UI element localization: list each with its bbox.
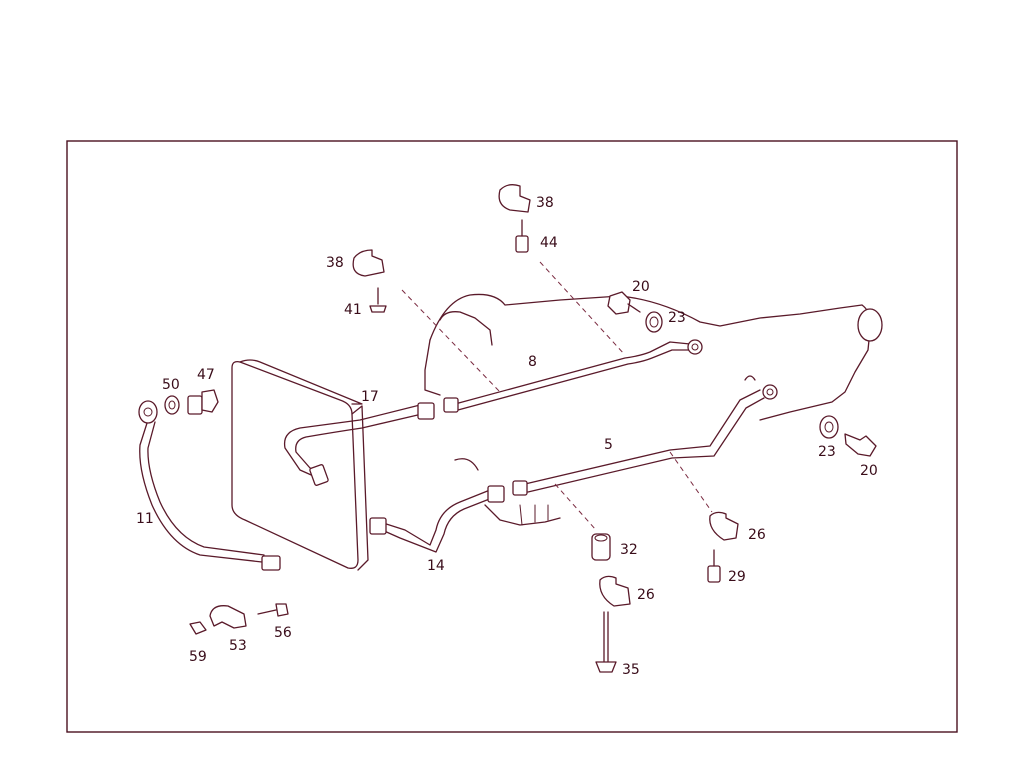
clamp-26-right xyxy=(709,511,739,541)
oil-line-5 xyxy=(512,375,778,496)
nut-59 xyxy=(189,621,207,635)
callout-26-right: 26 xyxy=(748,527,766,543)
callout-29: 29 xyxy=(728,569,746,585)
leader-lines xyxy=(401,261,713,531)
callout-8: 8 xyxy=(528,354,537,370)
bolt-56 xyxy=(257,603,289,617)
callout-20-upper: 20 xyxy=(632,279,650,295)
stud-35 xyxy=(595,611,617,673)
callout-32: 32 xyxy=(620,542,638,558)
callout-5: 5 xyxy=(604,437,613,453)
banjo-bolt-20-right xyxy=(844,433,877,457)
callout-50: 50 xyxy=(162,377,180,393)
callout-20-right: 20 xyxy=(860,463,878,479)
bolt-44 xyxy=(515,219,529,253)
callout-35: 35 xyxy=(622,662,640,678)
callout-26-lower: 26 xyxy=(637,587,655,603)
washer-23-right xyxy=(819,415,839,439)
oil-cooler xyxy=(231,359,369,571)
callout-53: 53 xyxy=(229,638,247,654)
bolt-41 xyxy=(369,287,387,313)
spacer-32 xyxy=(591,533,611,561)
callout-23-right: 23 xyxy=(818,444,836,460)
washer-23-upper xyxy=(645,311,663,333)
callout-38-upper: 38 xyxy=(536,195,554,211)
bolt-47 xyxy=(187,389,219,415)
clamp-53 xyxy=(209,605,247,629)
callout-56: 56 xyxy=(274,625,292,641)
hose-14 xyxy=(369,485,505,553)
callout-44: 44 xyxy=(540,235,558,251)
oil-line-8 xyxy=(443,339,703,413)
bolt-29 xyxy=(707,549,721,583)
washer-50 xyxy=(164,395,180,415)
callout-17: 17 xyxy=(361,389,379,405)
callout-59: 59 xyxy=(189,649,207,665)
callout-23-upper: 23 xyxy=(668,310,686,326)
clamp-38-left xyxy=(352,249,385,277)
hose-11 xyxy=(138,400,281,571)
hose-17 xyxy=(283,402,435,486)
part-callouts: 38 44 38 41 20 23 8 17 50 47 23 20 5 11 … xyxy=(136,195,878,678)
callout-38-left: 38 xyxy=(326,255,344,271)
banjo-bolt-20-upper xyxy=(607,291,641,315)
callout-14: 14 xyxy=(427,558,445,574)
callout-41: 41 xyxy=(344,302,362,318)
transmission-housing xyxy=(424,293,883,526)
clamp-38-upper xyxy=(498,184,531,213)
callout-47: 47 xyxy=(197,367,215,383)
diagram-frame xyxy=(66,140,958,733)
callout-11: 11 xyxy=(136,511,154,527)
clamp-26-lower xyxy=(599,575,631,607)
